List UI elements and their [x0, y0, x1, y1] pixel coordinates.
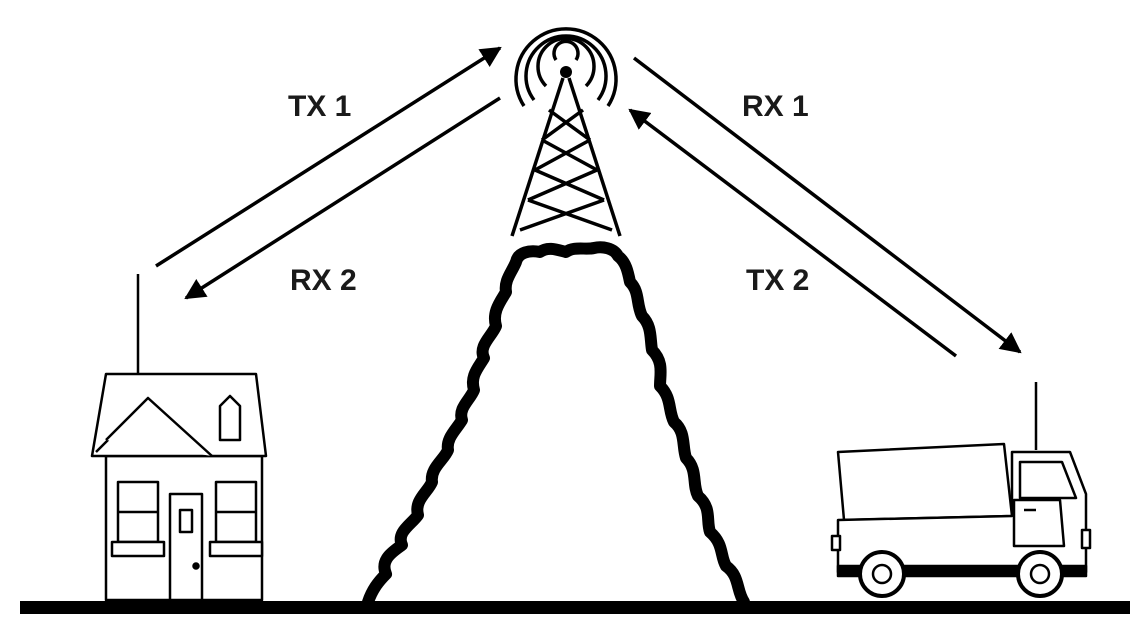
radio-tower-icon — [510, 27, 622, 237]
tx1-label: TX 1 — [288, 90, 351, 123]
ground-line — [20, 601, 1130, 614]
truck-icon — [830, 382, 1092, 598]
house-icon — [90, 274, 268, 602]
rx2-arrow — [184, 96, 501, 300]
rx2-label: RX 2 — [290, 264, 357, 297]
tx1-arrow — [155, 46, 502, 268]
rx1-arrow — [632, 56, 1022, 354]
tx2-label: TX 2 — [746, 264, 809, 297]
mountain-icon — [362, 241, 750, 608]
tx2-arrow — [628, 108, 958, 358]
rx1-label: RX 1 — [742, 90, 809, 123]
